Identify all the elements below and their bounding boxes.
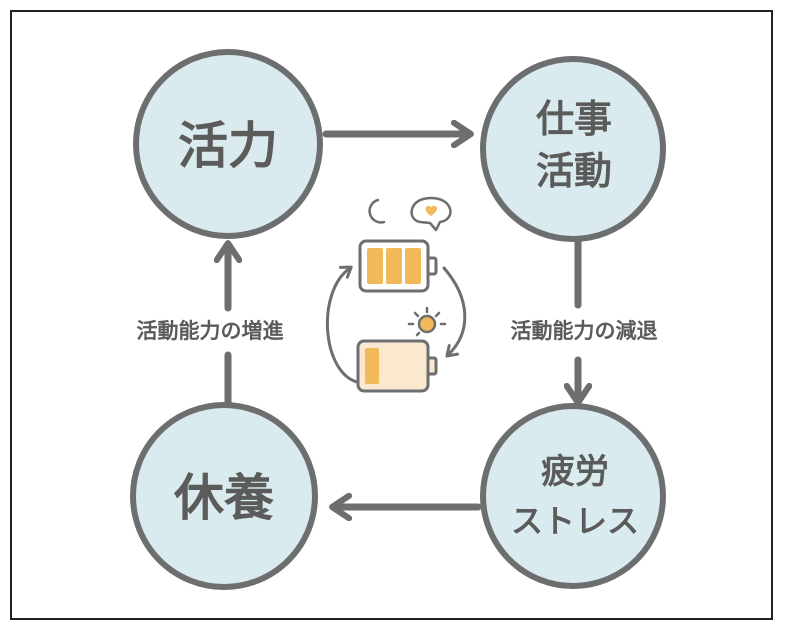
sun-icon — [407, 306, 447, 337]
moon-icon — [368, 198, 386, 224]
node-rest-label: 休養 — [173, 469, 274, 527]
low-battery-icon — [356, 339, 438, 393]
battery-cycle-illustration — [325, 196, 467, 393]
edge-label-decrease: 活動能力の減退 — [511, 319, 658, 343]
node-fatigue-label-line1: 疲労 — [541, 452, 609, 492]
node-rest — [130, 402, 318, 590]
node-work-label-line1: 仕事 — [536, 97, 612, 141]
node-work — [480, 56, 666, 242]
node-fatigue — [480, 403, 666, 589]
node-work-label-line2: 活動 — [536, 149, 612, 193]
node-fatigue-label-line2: ストレス — [511, 502, 639, 540]
heart-bubble-icon — [410, 196, 452, 232]
full-battery-icon — [358, 239, 438, 293]
edge-label-increase: 活動能力の増進 — [137, 319, 284, 343]
cycle-arrows-icon — [325, 265, 467, 384]
node-vitality-label: 活力 — [178, 117, 278, 175]
node-vitality — [133, 49, 323, 239]
